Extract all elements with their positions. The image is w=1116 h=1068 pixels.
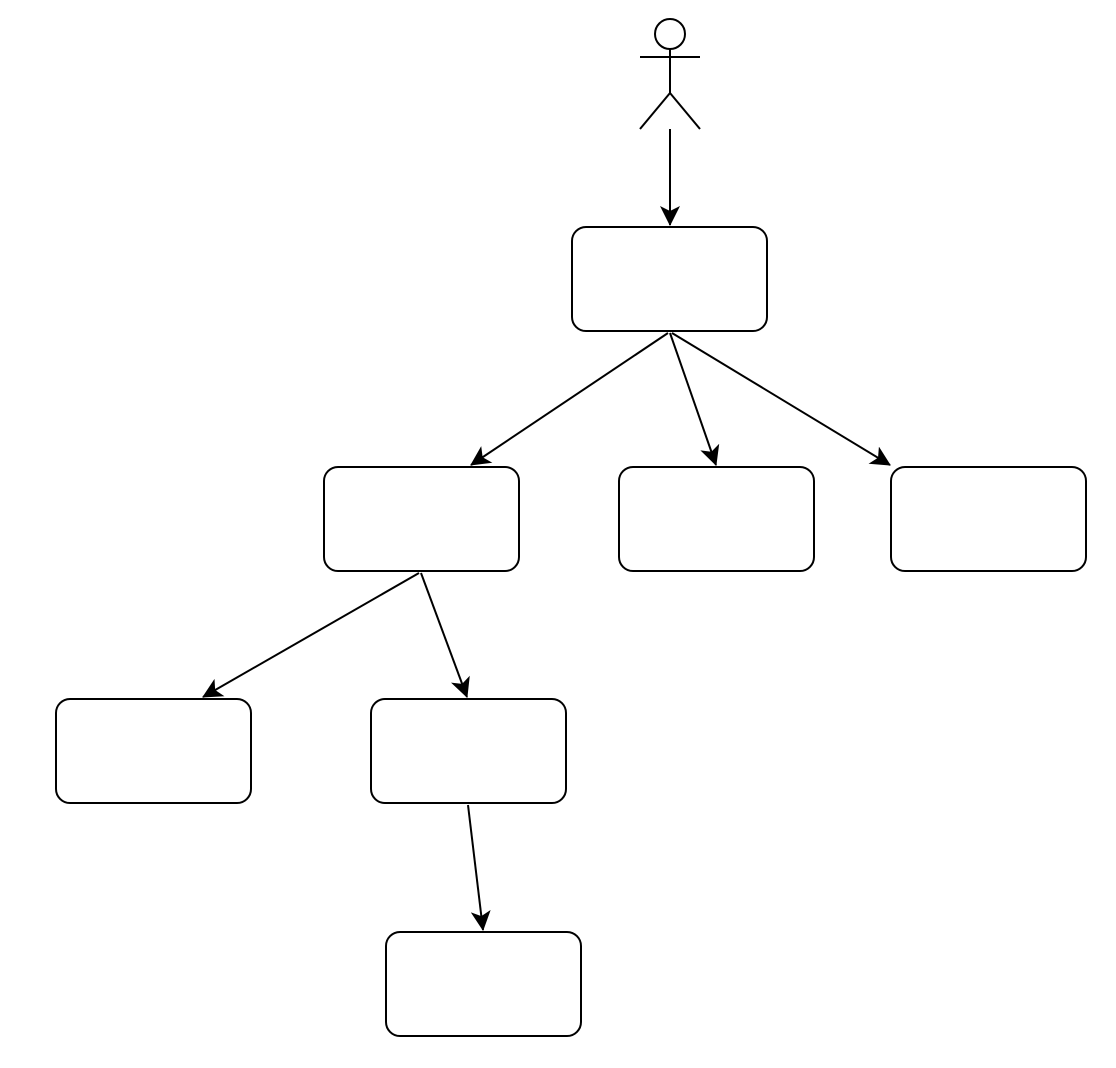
node-level2-left (55, 698, 252, 804)
edge-level2-right-to-level3 (467, 804, 491, 931)
node-level3 (385, 931, 582, 1037)
node-root (571, 226, 768, 332)
stick-figure-actor-icon (639, 18, 701, 130)
node-level1-right (890, 466, 1087, 572)
node-level1-middle (618, 466, 815, 572)
edge-root-to-level1-right (671, 332, 891, 466)
edge-level1-left-to-level2-left (202, 572, 420, 698)
node-level1-left (323, 466, 520, 572)
edge-level1-left-to-level2-right (420, 572, 470, 698)
edge-root-to-level1-middle (669, 332, 720, 466)
node-level2-right (370, 698, 567, 804)
edge-root-to-level1-left (470, 332, 669, 466)
